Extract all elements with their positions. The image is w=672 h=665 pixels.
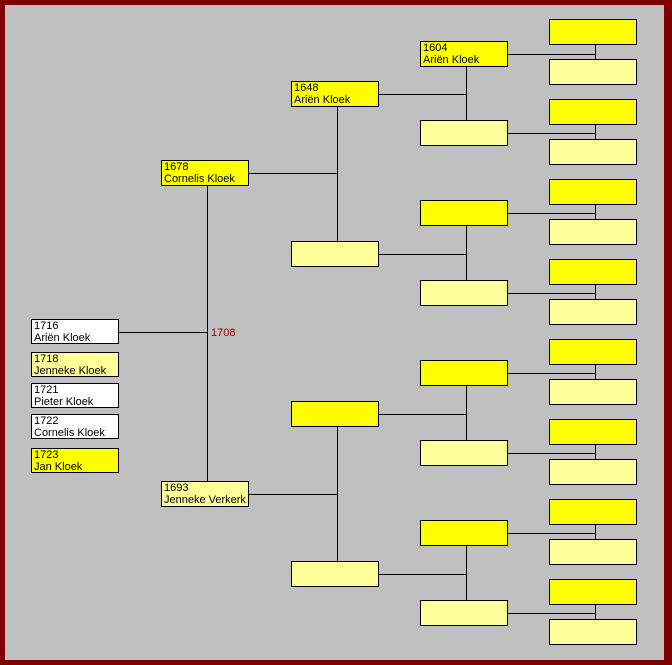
ancestor-box[interactable] <box>549 299 637 325</box>
connector-line <box>507 213 596 214</box>
connector-line <box>466 226 467 280</box>
connector-line <box>378 94 467 95</box>
ancestor-box[interactable] <box>549 59 637 85</box>
ancestor-box[interactable] <box>549 619 637 645</box>
ancestor-box[interactable] <box>549 419 637 445</box>
ancestor-box[interactable] <box>420 120 508 146</box>
ancestor-box[interactable] <box>549 259 637 285</box>
ancestor-box[interactable] <box>420 360 508 386</box>
child-name: Jan Kloek <box>34 461 83 473</box>
ancestor-box[interactable] <box>291 241 379 267</box>
connector-line <box>248 494 338 495</box>
ancestor-box[interactable] <box>420 200 508 226</box>
ancestor-box[interactable] <box>549 339 637 365</box>
ancestor-box[interactable] <box>291 401 379 427</box>
connector-line <box>595 205 596 219</box>
connector-line <box>378 414 467 415</box>
ancestor-box[interactable] <box>549 499 637 525</box>
child-name: Cornelis Kloek <box>34 427 105 439</box>
connector-line <box>507 533 596 534</box>
connector-line <box>337 427 338 561</box>
child-name: Jenneke Kloek <box>34 365 107 377</box>
ancestor-year: 1604 <box>423 42 448 54</box>
child-year: 1721 <box>34 384 59 396</box>
ancestor-box[interactable] <box>549 179 637 205</box>
connector-line <box>507 613 596 614</box>
connector-line <box>595 45 596 59</box>
connector-line <box>207 186 208 481</box>
ancestor-year: 1678 <box>164 161 189 173</box>
ancestor-name: Cornelis Kloek <box>164 173 235 185</box>
ancestor-year: 1693 <box>164 482 189 494</box>
connector-line <box>337 107 338 241</box>
child-year: 1722 <box>34 415 59 427</box>
ancestor-name: Ariën Kloek <box>294 94 351 106</box>
ancestor-box[interactable] <box>291 561 379 587</box>
connector-line <box>595 445 596 459</box>
child-name: Ariën Kloek <box>34 332 91 344</box>
ancestor-box[interactable] <box>420 600 508 626</box>
ancestor-year: 1648 <box>294 82 319 94</box>
marriage-year: 1708 <box>211 327 236 339</box>
ancestor-box[interactable] <box>549 139 637 165</box>
connector-line <box>507 54 596 55</box>
child-name: Pieter Kloek <box>34 396 94 408</box>
connector-line <box>595 285 596 299</box>
ancestor-box[interactable] <box>420 440 508 466</box>
connector-line <box>118 332 207 333</box>
ancestor-box[interactable] <box>420 280 508 306</box>
connector-line <box>507 453 596 454</box>
connector-line <box>507 293 596 294</box>
connector-line <box>507 373 596 374</box>
child-year: 1718 <box>34 353 59 365</box>
ancestor-box[interactable] <box>549 579 637 605</box>
ancestor-box[interactable] <box>549 459 637 485</box>
connector-line <box>466 386 467 440</box>
ancestor-box[interactable] <box>549 539 637 565</box>
child-year: 1716 <box>34 320 59 332</box>
ancestor-box[interactable] <box>549 219 637 245</box>
connector-line <box>466 67 467 120</box>
connector-line <box>595 365 596 379</box>
ancestor-box[interactable] <box>549 379 637 405</box>
connector-line <box>595 125 596 139</box>
connector-line <box>466 546 467 600</box>
ancestor-box[interactable] <box>549 99 637 125</box>
connector-line <box>595 605 596 619</box>
ancestor-name: Ariën Kloek <box>423 54 480 66</box>
ancestor-box[interactable] <box>420 520 508 546</box>
connector-line <box>378 254 467 255</box>
ancestor-name: Jenneke Verkerk <box>164 494 246 506</box>
connector-line <box>378 574 467 575</box>
connector-line <box>595 525 596 539</box>
connector-line <box>248 173 338 174</box>
ancestor-box[interactable] <box>549 19 637 45</box>
child-year: 1723 <box>34 449 59 461</box>
connector-line <box>507 133 596 134</box>
